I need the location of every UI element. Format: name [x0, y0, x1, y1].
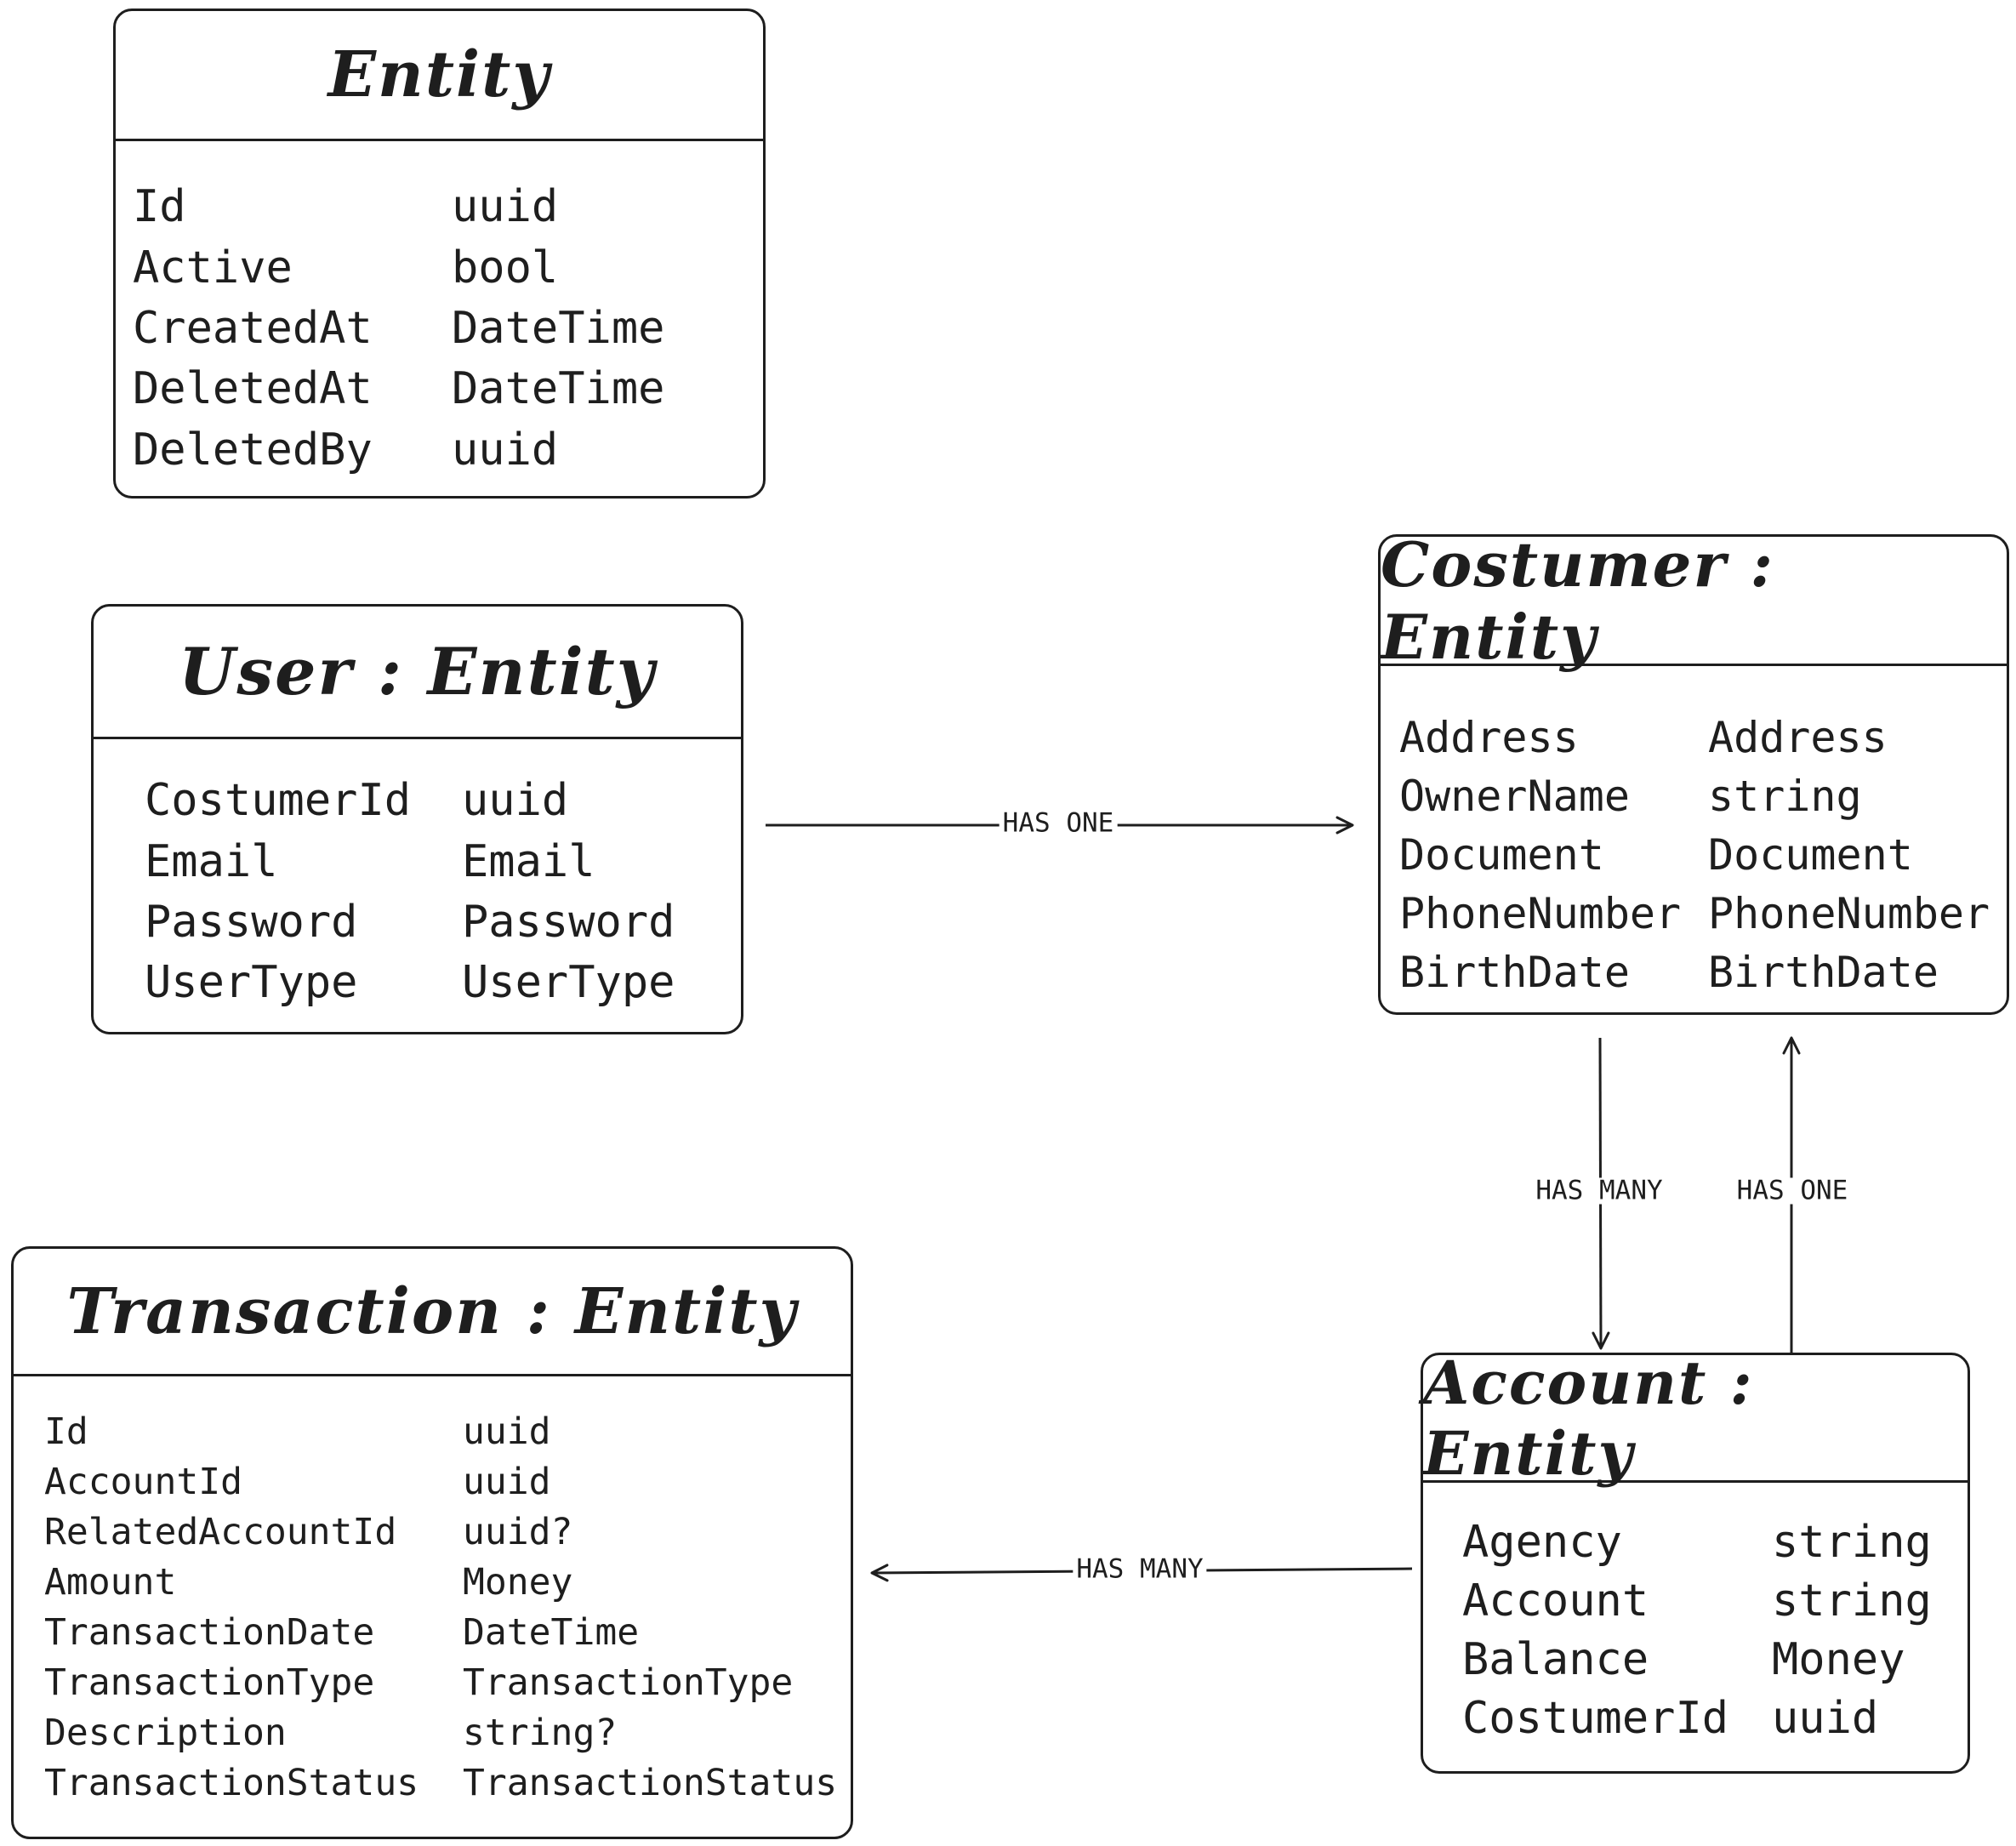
entity-title: Account : Entity — [1423, 1347, 1968, 1489]
field-row: CostumerId uuid — [94, 775, 741, 826]
field-type: bool — [452, 242, 559, 293]
relation-label-user-costumer: HAS ONE — [999, 810, 1118, 837]
field-name: Description — [44, 1712, 287, 1754]
field-type: Money — [1772, 1634, 1905, 1685]
field-name: CostumerId — [145, 775, 412, 826]
field-type: UserType — [462, 957, 675, 1008]
field-name: PhoneNumber — [1399, 889, 1682, 938]
field-type: DateTime — [463, 1611, 640, 1654]
field-row: Password Password — [94, 897, 741, 948]
field-type: uuid? — [463, 1511, 573, 1553]
field-row: Email Email — [94, 836, 741, 887]
field-name: AccountId — [44, 1461, 242, 1503]
field-name: Agency — [1462, 1517, 1622, 1568]
field-row: TransactionDate DateTime — [14, 1611, 851, 1657]
field-type: string — [1708, 772, 1862, 821]
field-row: TransactionType TransactionType — [14, 1661, 851, 1707]
field-type: Address — [1708, 713, 1888, 762]
entity-title: Costumer : Entity — [1381, 528, 2007, 673]
field-name: DeletedAt — [133, 363, 373, 414]
field-name: Active — [133, 242, 293, 293]
field-name: Password — [145, 897, 358, 948]
field-type: Document — [1708, 830, 1913, 880]
field-row: BirthDate BirthDate — [1381, 948, 2007, 999]
relation-label-account-costumer: HAS ONE — [1733, 1177, 1852, 1205]
field-row: AccountId uuid — [14, 1461, 851, 1507]
relation-label-costumer-account: HAS MANY — [1532, 1177, 1666, 1205]
field-row: Id uuid — [116, 181, 763, 232]
field-name: Email — [145, 836, 278, 887]
field-row: CostumerId uuid — [1423, 1693, 1968, 1744]
field-row: RelatedAccountId uuid? — [14, 1511, 851, 1557]
field-type: PhoneNumber — [1708, 889, 1990, 938]
field-name: UserType — [145, 957, 358, 1008]
entity-box-entity[interactable]: Entity Id uuid Active bool CreatedAt Dat… — [113, 9, 766, 499]
field-name: CostumerId — [1462, 1693, 1729, 1744]
field-name: TransactionDate — [44, 1611, 375, 1654]
field-row: DeletedBy uuid — [116, 424, 763, 476]
field-type: uuid — [463, 1410, 551, 1453]
field-name: Id — [44, 1410, 88, 1453]
field-row: PhoneNumber PhoneNumber — [1381, 889, 2007, 940]
field-name: Balance — [1462, 1634, 1649, 1685]
entity-title: User : Entity — [94, 607, 741, 739]
field-row: Active bool — [116, 242, 763, 293]
field-name: BirthDate — [1399, 948, 1630, 997]
field-row: DeletedAt DateTime — [116, 363, 763, 414]
field-type: TransactionStatus — [463, 1762, 838, 1804]
field-type: string — [1772, 1575, 1932, 1627]
field-row: Agency string — [1423, 1517, 1968, 1568]
field-type: Password — [462, 897, 675, 948]
field-type: uuid — [452, 424, 559, 476]
field-type: DateTime — [452, 363, 665, 414]
field-name: Id — [133, 181, 186, 232]
field-name: Document — [1399, 830, 1604, 880]
field-type: DateTime — [452, 303, 665, 354]
field-name: TransactionStatus — [44, 1762, 419, 1804]
field-row: Account string — [1423, 1575, 1968, 1627]
field-type: Money — [463, 1561, 573, 1604]
field-type: TransactionType — [463, 1661, 794, 1704]
entity-title: Transaction : Entity — [14, 1249, 851, 1376]
entity-title: Entity — [116, 11, 763, 141]
field-row: CreatedAt DateTime — [116, 303, 763, 354]
field-row: Id uuid — [14, 1410, 851, 1456]
field-row: Description string? — [14, 1712, 851, 1758]
relation-label-account-transaction: HAS MANY — [1073, 1556, 1207, 1583]
field-name: DeletedBy — [133, 424, 373, 476]
field-name: Account — [1462, 1575, 1649, 1627]
field-row: TransactionStatus TransactionStatus — [14, 1762, 851, 1808]
entity-box-costumer[interactable]: Costumer : Entity Address Address OwnerN… — [1378, 528, 2009, 1015]
field-type: uuid — [462, 775, 569, 826]
field-type: Email — [462, 836, 595, 887]
entity-box-transaction[interactable]: Transaction : Entity Id uuid AccountId u… — [11, 1246, 853, 1839]
field-row: UserType UserType — [94, 957, 741, 1008]
field-type: BirthDate — [1708, 948, 1939, 997]
field-name: Address — [1399, 713, 1579, 762]
field-type: string — [1772, 1517, 1932, 1568]
field-row: Document Document — [1381, 830, 2007, 881]
field-type: uuid — [463, 1461, 551, 1503]
entity-box-account[interactable]: Account : Entity Agency string Account s… — [1421, 1347, 1970, 1774]
field-type: uuid — [452, 181, 559, 232]
field-name: Amount — [44, 1561, 177, 1604]
entity-box-user[interactable]: User : Entity CostumerId uuid Email Emai… — [91, 604, 743, 1034]
field-row: Amount Money — [14, 1561, 851, 1607]
field-name: TransactionType — [44, 1661, 375, 1704]
field-row: Balance Money — [1423, 1634, 1968, 1685]
field-type: uuid — [1772, 1693, 1879, 1744]
field-type: string? — [463, 1712, 618, 1754]
field-name: CreatedAt — [133, 303, 373, 354]
field-row: OwnerName string — [1381, 772, 2007, 823]
field-name: RelatedAccountId — [44, 1511, 397, 1553]
field-row: Address Address — [1381, 713, 2007, 764]
field-name: OwnerName — [1399, 772, 1630, 821]
